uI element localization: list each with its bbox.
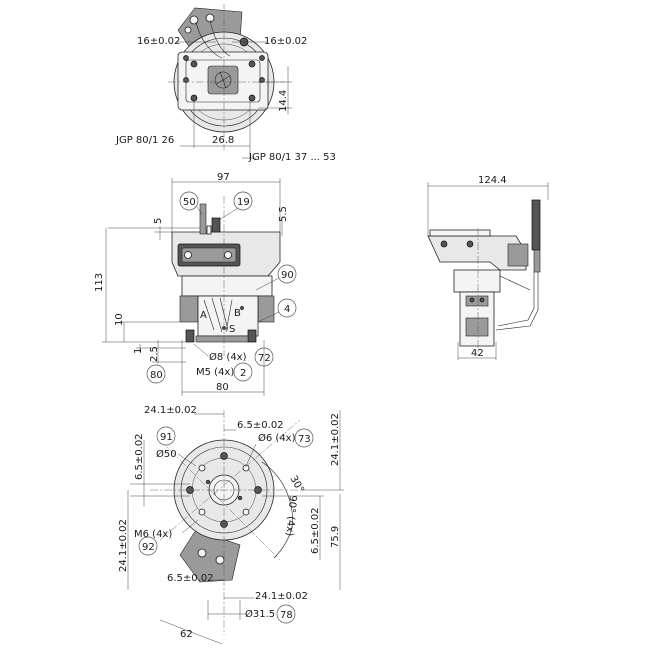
bottom-dim-6-5-left: 6.5±0.02 xyxy=(134,433,145,480)
front-dim-10: 10 xyxy=(114,313,125,326)
bottom-dim-6-5-right: 6.5±0.02 xyxy=(310,507,321,554)
side-lower-body xyxy=(453,269,501,293)
top-dim-16-left: 16±0.02 xyxy=(137,36,180,47)
bottom-dim-6-5-top: 6.5±0.02 xyxy=(237,420,284,431)
front-dim-5: 5 xyxy=(153,218,164,224)
front-bubble-80: 80 xyxy=(150,370,163,381)
front-lower-body xyxy=(181,275,273,297)
bottom-bubble-91: 91 xyxy=(160,432,173,443)
side-dim-42: 42 xyxy=(471,348,484,359)
bottom-connector-block xyxy=(179,529,241,583)
front-label-b: B xyxy=(234,308,241,319)
top-dim-14-4: 14.4 xyxy=(278,90,289,112)
front-dim-5-5: 5.5 xyxy=(278,206,289,222)
bottom-dim-62: 62 xyxy=(180,629,193,640)
front-bubble-50: 50 xyxy=(183,197,196,208)
front-dim-97: 97 xyxy=(217,172,230,183)
top-label-jgp-small: JGP 80/1 26 xyxy=(115,135,174,146)
bottom-dim-24-1-top: 24.1±0.02 xyxy=(144,405,197,416)
front-bubble-2: 2 xyxy=(240,368,246,379)
top-view: 16±0.02 16±0.02 14.4 26.8 JGP 80/1 26 JG… xyxy=(115,4,336,163)
top-dim-26-8: 26.8 xyxy=(212,135,234,146)
bottom-angle-90: 90° (4x) xyxy=(283,495,298,537)
front-sensor-connector xyxy=(199,203,207,235)
front-view: A B S 97 50 19 5 5.5 113 10 xyxy=(94,172,297,396)
front-label-a: A xyxy=(200,310,207,321)
front-dim-113: 113 xyxy=(94,273,105,292)
front-label-dia8: Ø8 (4x) xyxy=(209,351,247,363)
side-upper-body xyxy=(427,235,527,271)
bottom-label-dia50: Ø50 xyxy=(156,448,177,460)
bottom-bubble-73: 73 xyxy=(298,434,311,445)
bottom-dim-75-9: 75.9 xyxy=(330,526,341,548)
bottom-label-dia31-5: Ø31.5 xyxy=(245,608,275,620)
bottom-dim-6-5-bottom: 6.5±0.02 xyxy=(167,573,214,584)
bottom-dim-24-1-right: 24.1±0.02 xyxy=(330,413,341,466)
bottom-view: 30° 90° (4x) 24.1±0.02 6.5±0.02 Ø6 (4x) … xyxy=(118,405,344,645)
top-dim-16-right: 16±0.02 xyxy=(264,36,307,47)
front-bubble-90: 90 xyxy=(281,270,294,281)
front-dim-1: 1 xyxy=(133,348,144,354)
side-view: 124.4 42 xyxy=(427,175,549,360)
top-label-jgp-large: JGP 80/1 37 ... 53 xyxy=(248,152,336,163)
side-sensor xyxy=(531,199,541,251)
bottom-label-m6: M6 (4x) xyxy=(134,529,172,540)
bottom-dim-24-1-left: 24.1±0.02 xyxy=(118,519,129,572)
bottom-bubble-92: 92 xyxy=(142,542,155,553)
front-dim-80: 80 xyxy=(216,382,229,393)
bottom-dim-24-1-bottom: 24.1±0.02 xyxy=(255,591,308,602)
bottom-angle-30: 30° xyxy=(287,474,305,495)
front-bubble-19: 19 xyxy=(237,197,250,208)
front-label-s: S xyxy=(229,324,235,335)
side-dim-124-4: 124.4 xyxy=(478,175,507,186)
front-bubble-72: 72 xyxy=(258,353,271,364)
front-jaw-left xyxy=(179,295,199,323)
front-dim-2-5: 2.5 xyxy=(149,346,160,362)
bottom-bubble-78: 78 xyxy=(280,610,293,621)
front-bubble-4: 4 xyxy=(284,304,290,315)
front-label-m5: M5 (4x) xyxy=(196,367,234,378)
bottom-label-dia6: Ø6 (4x) xyxy=(258,432,296,444)
